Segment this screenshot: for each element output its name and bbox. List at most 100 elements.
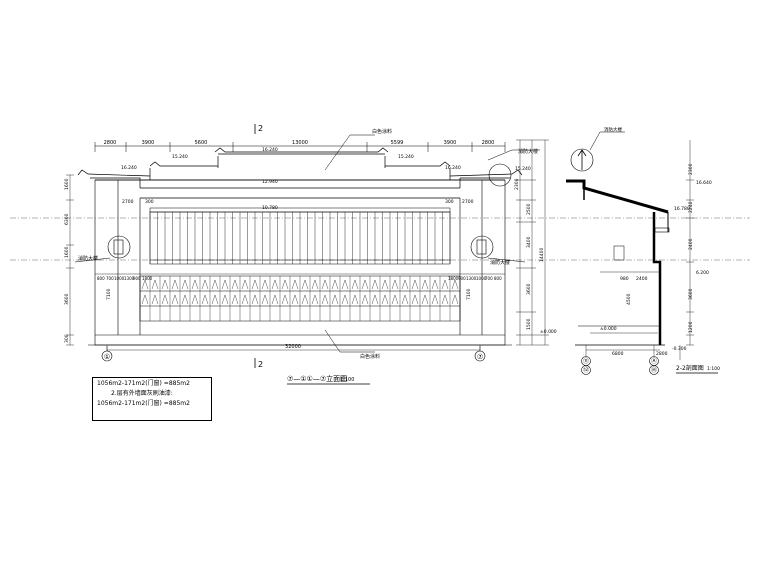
section-elev-4: 6.200 — [696, 270, 709, 276]
section-dim-h4: 980 — [620, 276, 629, 282]
pane-glyph — [351, 294, 359, 305]
section-grid-2: ⑫ — [583, 366, 589, 374]
pane-glyph — [361, 279, 369, 290]
pane-glyph — [161, 279, 169, 290]
top-dim-4: 13000 — [292, 140, 308, 146]
right-dim-4: 3600 — [526, 283, 532, 295]
section-dim-h1: 6800 — [612, 351, 624, 357]
section-grid-1: ⑪ — [583, 357, 589, 365]
pane-glyph — [211, 279, 219, 290]
left-dim-2: 6300 — [64, 213, 70, 225]
pane-glyph — [331, 294, 339, 305]
bay-dim-l5: 900 — [133, 276, 141, 281]
pane-glyph — [151, 279, 159, 290]
top-dim-3: 5600 — [195, 140, 208, 146]
pane-glyph — [341, 294, 349, 305]
pane-glyph — [301, 279, 309, 290]
elev-15240-right: 15.240 — [398, 154, 414, 160]
left-dim-1: 1600 — [64, 178, 70, 190]
top-dimension-chain — [94, 142, 506, 152]
pane-glyph — [261, 294, 269, 305]
pane-glyph — [281, 279, 289, 290]
dim-300-left: 300 — [145, 199, 154, 205]
bottom-total-dim: 32000 — [285, 344, 301, 350]
bay-dim-r3: 1300 — [466, 276, 477, 281]
pane-glyph — [351, 279, 359, 290]
pane-glyph — [261, 279, 269, 290]
pane-glyph — [201, 279, 209, 290]
bay-dim-l3: 1000 — [114, 276, 125, 281]
bay-dim-l4: 1300 — [124, 276, 135, 281]
callout-white-paint-top: 白色涂料 — [372, 128, 392, 135]
elev-15940-right: 15.240 — [515, 166, 531, 172]
pane-glyph — [241, 279, 249, 290]
right-roof-detail-circle — [488, 163, 512, 187]
bay-dim-r6: 800 — [494, 276, 502, 281]
callout-lines — [74, 134, 540, 353]
callout-fire-stair: 消防大楼 — [518, 148, 538, 155]
note-line-2: 2.层有外墙面灰刷油漆: — [111, 390, 173, 397]
pane-glyph — [291, 279, 299, 290]
pane-glyph — [191, 294, 199, 305]
section-elev-top: 16.640 — [696, 180, 712, 186]
roof-outline — [77, 147, 523, 199]
pane-glyph — [301, 294, 309, 305]
pane-glyph — [231, 294, 239, 305]
bay-dim-r2: 900 — [458, 276, 466, 281]
left-dim-5: 300 — [64, 334, 70, 343]
pane-glyph — [211, 294, 219, 305]
pane-glyph — [221, 279, 229, 290]
section-dim-v4: 3600 — [688, 288, 694, 300]
pane-glyph — [331, 279, 339, 290]
section-dim-v6: 1200 — [688, 321, 694, 333]
dim-300-right: 300 — [445, 199, 454, 205]
pane-glyph — [411, 294, 419, 305]
elev-12940: 12.940 — [262, 179, 278, 185]
pane-glyph — [181, 279, 189, 290]
section-mark-bottom: 2 — [258, 360, 263, 369]
callout-fire-stair-right: 消防大楼 — [490, 259, 510, 266]
top-dim-2: 3900 — [142, 140, 155, 146]
dim-7100-right: 7100 — [466, 288, 472, 300]
upper-mullions — [149, 212, 451, 264]
pane-glyph — [451, 279, 459, 290]
pane-glyph — [271, 294, 279, 305]
pane-glyph — [391, 279, 399, 290]
section-callout: 消防大楼 — [604, 126, 622, 133]
right-dimension-chain — [516, 139, 549, 346]
dim-2700-right: 2700 — [462, 199, 474, 205]
right-dim-3: 3400 — [526, 236, 532, 248]
pane-glyph — [251, 294, 259, 305]
elevation-scale: 1:100 — [340, 377, 354, 383]
pane-glyph — [271, 279, 279, 290]
section-dim-h3: 2400 — [636, 276, 648, 282]
pane-glyph — [171, 294, 179, 305]
top-dim-6: 3900 — [444, 140, 457, 146]
pane-glyph — [281, 294, 289, 305]
pane-glyph — [321, 279, 329, 290]
section-mark-top: 2 — [258, 124, 263, 133]
right-lamp — [470, 235, 494, 259]
bay-dim-l2: 700 — [106, 276, 114, 281]
top-dim-5: 5599 — [391, 140, 404, 146]
pane-glyph — [371, 294, 379, 305]
pane-glyph — [361, 294, 369, 305]
section-elev-6: -0.300 — [672, 346, 687, 352]
pane-glyph — [401, 279, 409, 290]
grid-left: ① — [104, 353, 110, 361]
pane-glyph — [321, 294, 329, 305]
left-dim-3: 1600 — [64, 246, 70, 258]
pane-glyph — [431, 294, 439, 305]
note-line-3: 1056m2-171m2(门窗) =885m2 — [97, 400, 190, 407]
pane-glyph — [171, 279, 179, 290]
elevation-title: ⑦—①①—⑦立面图 — [287, 374, 347, 383]
callout-white-paint-bottom: 白色涂料 — [360, 353, 380, 360]
pane-glyph — [221, 294, 229, 305]
elev-16240-left: 16.240 — [121, 165, 137, 171]
elev-zero: ±0.000 — [540, 329, 557, 335]
bay-dim-l1: 800 — [97, 276, 105, 281]
bay-dim-r5: 700 — [485, 276, 493, 281]
section-elev-5: ±0.000 — [600, 326, 617, 332]
elev-15240-left: 15.240 — [172, 154, 188, 160]
pane-glyph — [141, 294, 149, 305]
